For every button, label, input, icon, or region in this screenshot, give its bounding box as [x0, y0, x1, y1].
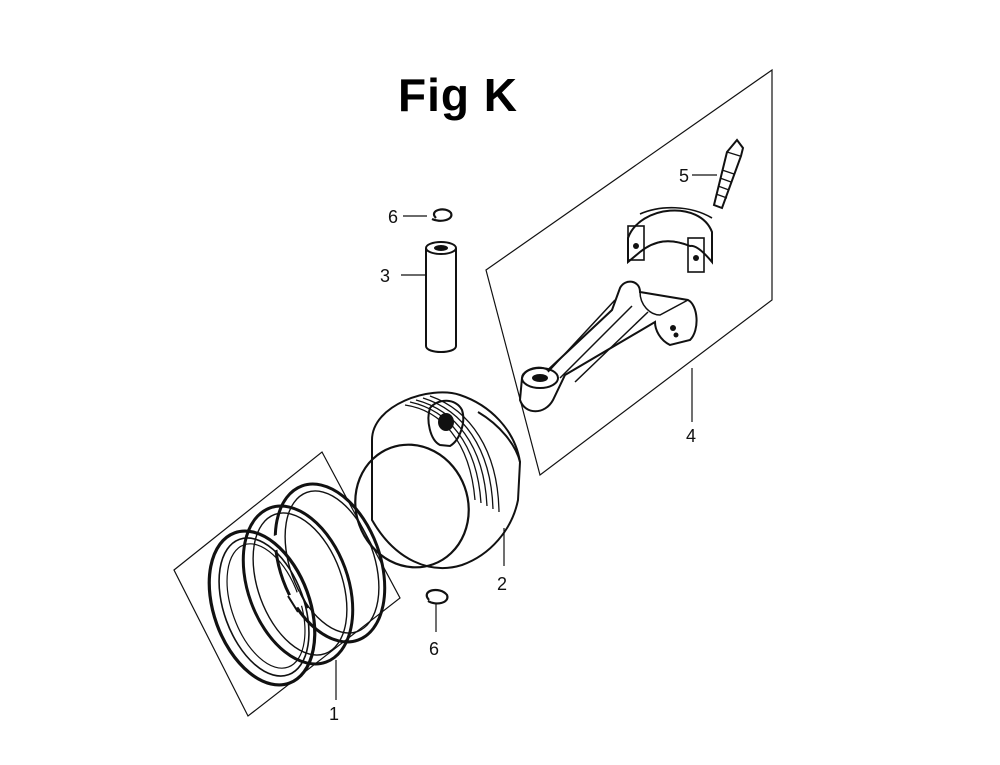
callout-2: 2 [497, 574, 507, 594]
connecting-rod [518, 280, 698, 413]
rod-cap [627, 206, 713, 273]
callout-4: 4 [686, 426, 696, 446]
figure-title: Fig K [398, 69, 518, 121]
pin-clip-top: 6 [388, 207, 453, 227]
connecting-rod-group: 5 4 [485, 68, 773, 477]
callout-5: 5 [679, 166, 689, 186]
piston: 2 [354, 391, 522, 594]
piston-rings-group-frame [173, 451, 401, 717]
piston-pin: 3 [380, 241, 457, 353]
callout-1: 1 [329, 704, 339, 724]
connecting-rod-group-frame [485, 68, 773, 477]
piston-ring-top [273, 482, 387, 644]
callout-3: 3 [380, 266, 390, 286]
piston-ring-oil [207, 529, 317, 687]
callout-6-top: 6 [388, 207, 398, 227]
callout-6-bottom: 6 [429, 639, 439, 659]
pin-clip-bottom: 6 [425, 588, 449, 659]
piston-rings-group: 1 [173, 451, 401, 724]
rod-bolt [712, 138, 745, 210]
